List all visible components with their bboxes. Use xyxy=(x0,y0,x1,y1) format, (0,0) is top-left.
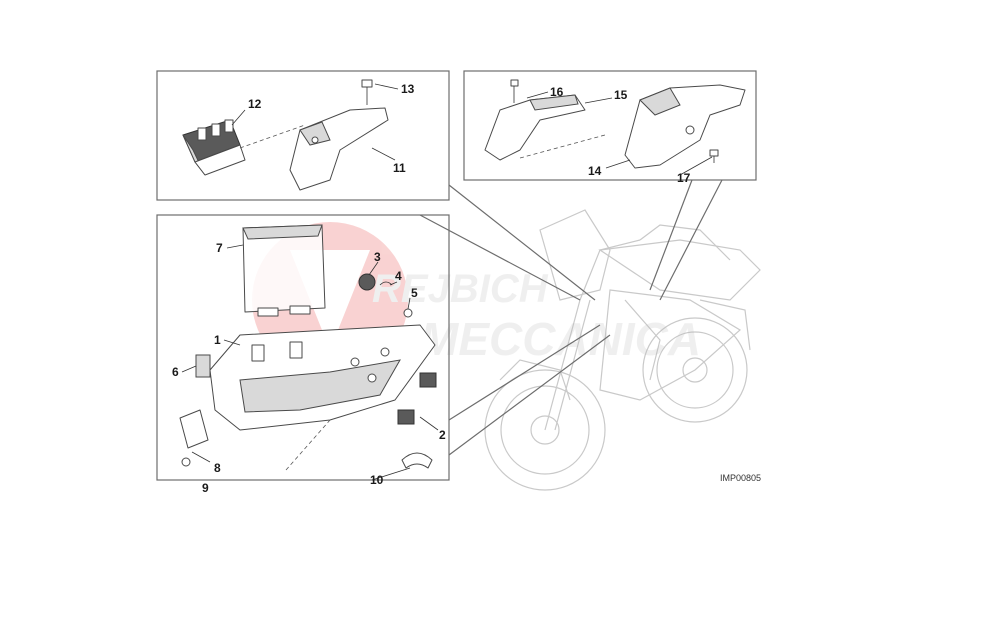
clip-part xyxy=(379,281,393,286)
callout-2: 2 xyxy=(439,428,446,442)
callout-8: 8 xyxy=(214,461,221,475)
callout-16: 16 xyxy=(550,85,564,99)
callout-6: 6 xyxy=(172,365,179,379)
detail-frame-top-right: 16 15 14 17 xyxy=(463,70,757,185)
motorcycle-silhouette xyxy=(484,209,761,491)
watermark-line1: REJBICH xyxy=(372,267,549,311)
left-cover-part xyxy=(484,79,586,161)
frame-pointers xyxy=(419,179,723,456)
callout-7: 7 xyxy=(216,241,223,255)
cable-clamp-part xyxy=(401,452,433,469)
relay-part xyxy=(195,354,211,378)
image-reference-code: IMP00805 xyxy=(720,473,761,483)
tray-screw-part xyxy=(181,457,191,467)
right-housing-part xyxy=(624,84,746,169)
bracket-part xyxy=(289,107,389,191)
relay-2b-part xyxy=(397,409,415,425)
relay-2a-part xyxy=(419,372,437,388)
callout-9: 9 xyxy=(202,481,209,495)
fuse-box-part xyxy=(182,119,246,176)
callout-17: 17 xyxy=(677,171,691,185)
callout-10: 10 xyxy=(370,473,384,487)
callout-5: 5 xyxy=(411,286,418,300)
screw-part xyxy=(361,79,373,105)
callout-12: 12 xyxy=(248,97,262,111)
callout-13: 13 xyxy=(401,82,415,96)
bolt-part xyxy=(709,149,719,163)
callout-15: 15 xyxy=(614,88,628,102)
ecu-part xyxy=(242,224,326,317)
callout-11: 11 xyxy=(393,161,406,175)
detail-frame-top-left: 12 13 11 xyxy=(156,70,450,201)
side-bracket-part xyxy=(179,409,209,449)
screw-5-part xyxy=(403,308,413,318)
callout-4: 4 xyxy=(395,269,402,283)
callout-14: 14 xyxy=(588,164,602,178)
grommet-part xyxy=(358,273,376,291)
detail-frame-bottom-left: 7 1 6 8 9 3 4 5 2 10 xyxy=(156,214,450,495)
callout-1: 1 xyxy=(214,333,221,347)
watermark-line2: MECCANICA xyxy=(420,313,701,365)
electronics-tray-part xyxy=(209,324,436,431)
callout-3: 3 xyxy=(374,250,381,264)
